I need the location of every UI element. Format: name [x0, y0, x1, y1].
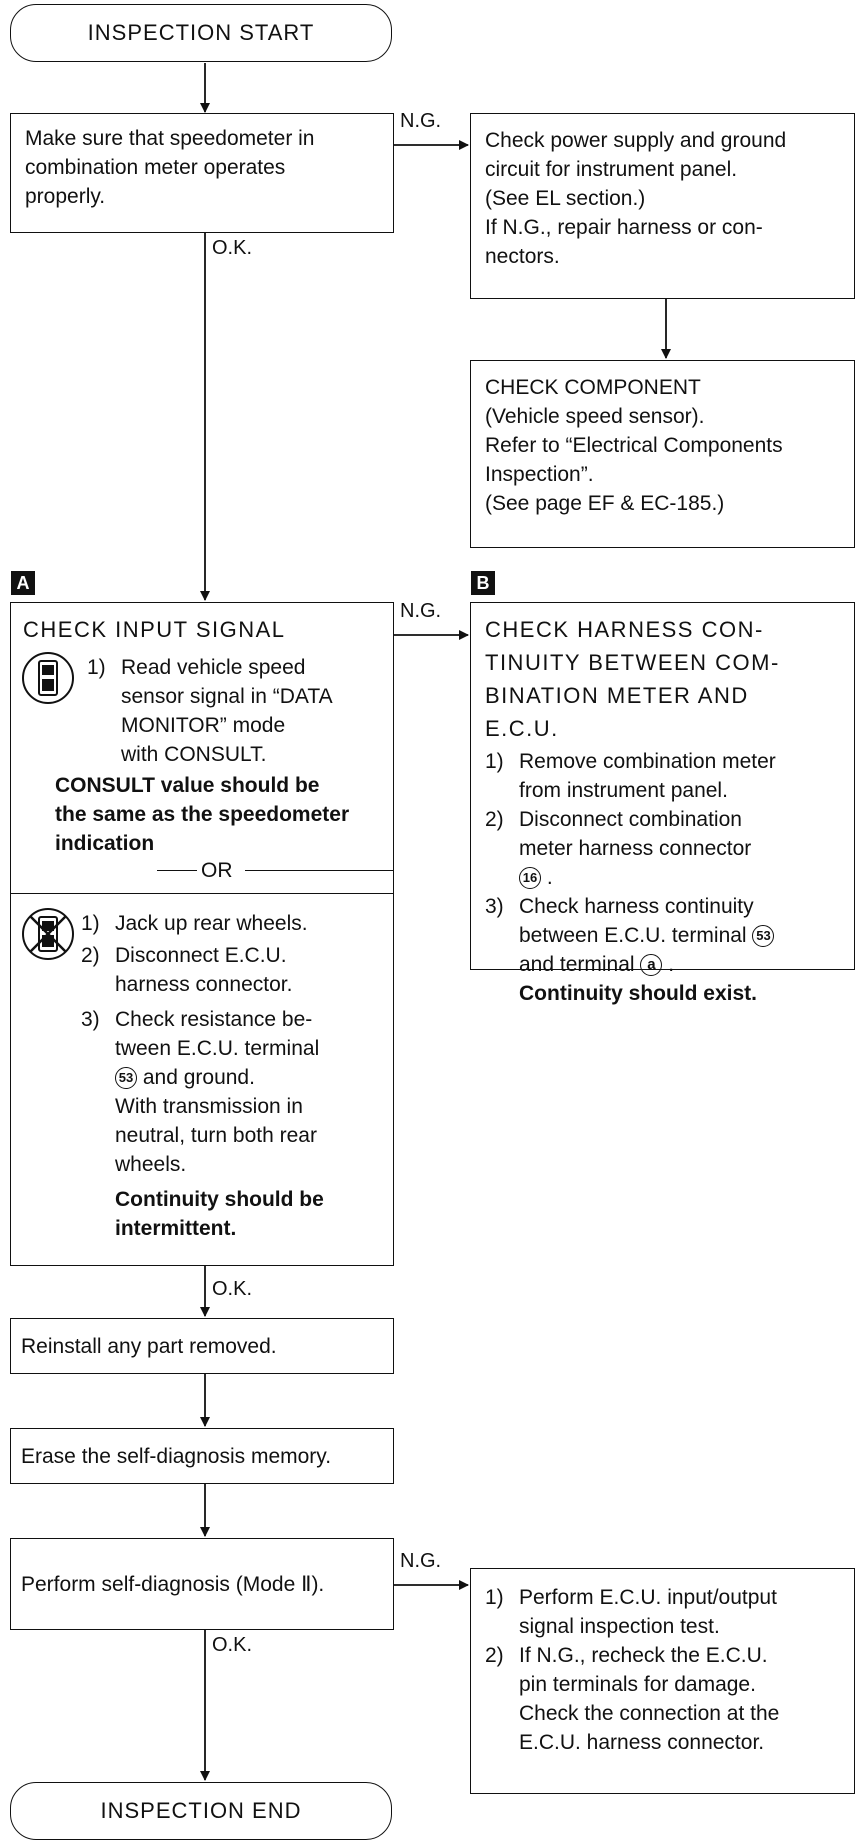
disconnect-step-line: Disconnect E.C.U.: [115, 944, 287, 967]
harness-between-text: between E.C.U. terminal: [519, 924, 747, 947]
consult-value-note: the same as the speedometer: [55, 803, 350, 826]
power-supply-line: circuit for instrument panel.: [485, 158, 738, 181]
input-signal-step-line: sensor signal in “DATA: [121, 685, 333, 708]
jack-step-number: 1): [81, 912, 100, 935]
inspection-start-label: INSPECTION START: [87, 20, 315, 45]
ecu-test-step-number: 2): [485, 1644, 504, 1667]
harness-step-number: 2): [485, 808, 504, 831]
harness-title-line: TINUITY BETWEEN COM-: [485, 650, 780, 675]
harness-step-line: and terminal a .: [519, 953, 675, 977]
consult-tester-icon: [21, 651, 75, 710]
power-supply-box: Check power supply and ground circuit fo…: [470, 113, 855, 299]
input-signal-step-line: MONITOR” mode: [121, 714, 286, 737]
inspection-end-terminal: INSPECTION END: [10, 1782, 392, 1840]
inspection-start-terminal: INSPECTION START: [10, 4, 392, 62]
continuity-note: intermittent.: [115, 1217, 237, 1240]
check-input-signal-box: CHECK INPUT SIGNAL 1) Read vehicle speed…: [10, 602, 394, 1266]
ecu-test-step-line: Check the connection at the: [519, 1702, 780, 1725]
connector-16-icon: 16: [519, 867, 541, 890]
harness-step-line: Check harness continuity: [519, 895, 754, 918]
check-input-signal-title: CHECK INPUT SIGNAL: [23, 617, 286, 642]
resistance-step-line: 53 and ground.: [115, 1063, 324, 1092]
or-divider: OR: [11, 859, 393, 883]
ecu-test-step-line: pin terminals for damage.: [519, 1673, 756, 1696]
check-harness-continuity-box: CHECK HARNESS CON- TINUITY BETWEEN COM- …: [470, 602, 855, 1005]
harness-step-line: Disconnect combination: [519, 808, 742, 831]
ecu-signal-test-box: 1) Perform E.C.U. input/output signal in…: [470, 1568, 855, 1794]
section-separator: [11, 893, 393, 894]
ecu-test-step-line: Perform E.C.U. input/output: [519, 1586, 777, 1609]
check-speedometer-line: combination meter operates: [25, 156, 286, 179]
consult-value-note: CONSULT value should be: [55, 774, 320, 797]
ng-label: N.G.: [400, 110, 442, 132]
reinstall-box: Reinstall any part removed.: [10, 1318, 394, 1374]
power-supply-line: nectors.: [485, 245, 560, 268]
harness-and-terminal-text: and terminal: [519, 953, 635, 976]
step-tag-b: B: [471, 571, 495, 595]
resistance-step-ground: and ground.: [142, 1066, 255, 1089]
ok-label: O.K.: [212, 237, 253, 259]
ecu-test-step-number: 1): [485, 1586, 504, 1609]
harness-step-line: 16 .: [519, 863, 751, 892]
check-component-line: (Vehicle speed sensor).: [485, 405, 705, 428]
terminal-a-icon: a: [640, 954, 663, 977]
resistance-step-line: tween E.C.U. terminal: [115, 1037, 320, 1060]
input-signal-step-line: Read vehicle speed: [121, 656, 306, 679]
harness-title-line: BINATION METER AND: [485, 683, 749, 708]
ecu-test-step-line: signal inspection test.: [519, 1615, 720, 1638]
erase-memory-text: Erase the self-diagnosis memory.: [21, 1444, 332, 1468]
check-speedometer-line: properly.: [25, 185, 106, 208]
harness-step-line: between E.C.U. terminal 53: [519, 921, 775, 950]
check-speedometer-line: Make sure that speedometer in: [25, 127, 315, 150]
harness-step-line: meter harness connector: [519, 837, 752, 860]
input-signal-step-number: 1): [87, 656, 106, 679]
resistance-step-line: wheels.: [115, 1153, 187, 1176]
check-component-line: Refer to “Electrical Components: [485, 434, 783, 457]
harness-step-line: from instrument panel.: [519, 779, 728, 802]
check-component-line: (See page EF & EC-185.): [485, 492, 725, 515]
ecu-terminal-53-icon: 53: [115, 1067, 137, 1090]
ecu-test-step-line: If N.G., recheck the E.C.U.: [519, 1644, 768, 1667]
check-component-line: Inspection”.: [485, 463, 594, 486]
disconnect-step-number: 2): [81, 944, 100, 967]
ng-label: N.G.: [400, 1550, 442, 1572]
power-supply-line: Check power supply and ground: [485, 129, 787, 152]
resistance-step-line: Check resistance be-: [115, 1008, 313, 1031]
ecu-test-step-line: E.C.U. harness connector.: [519, 1731, 765, 1754]
harness-step-line: Remove combination meter: [519, 750, 776, 773]
check-speedometer-box: Make sure that speedometer in combinatio…: [10, 113, 394, 233]
consult-value-note: indication: [55, 832, 155, 855]
ok-label: O.K.: [212, 1278, 253, 1300]
reinstall-text: Reinstall any part removed.: [21, 1334, 277, 1358]
resistance-step-line: neutral, turn both rear: [115, 1124, 317, 1147]
disconnect-step-line: harness connector.: [115, 973, 293, 996]
harness-title-line: E.C.U.: [485, 716, 559, 741]
harness-title-line: CHECK HARNESS CON-: [485, 617, 764, 642]
harness-step-number: 1): [485, 750, 504, 773]
jack-step-line: Jack up rear wheels.: [115, 912, 308, 935]
self-diagnosis-text: Perform self-diagnosis (Mode Ⅱ).: [21, 1572, 325, 1596]
input-signal-step-line: with CONSULT.: [121, 743, 267, 766]
step-tag-a: A: [11, 571, 35, 595]
check-component-title: CHECK COMPONENT: [485, 376, 701, 399]
power-supply-line: (See EL section.): [485, 187, 646, 210]
ok-label: O.K.: [212, 1634, 253, 1656]
erase-memory-box: Erase the self-diagnosis memory.: [10, 1428, 394, 1484]
ecu-terminal-53-icon: 53: [752, 925, 775, 948]
harness-step-number: 3): [485, 895, 504, 918]
no-consult-tester-icon: [21, 907, 75, 966]
continuity-note: Continuity should be: [115, 1188, 324, 1211]
resistance-step-number: 3): [81, 1008, 100, 1031]
check-component-box: CHECK COMPONENT (Vehicle speed sensor). …: [470, 360, 855, 548]
ng-label: N.G.: [400, 600, 442, 622]
power-supply-line: If N.G., repair harness or con-: [485, 216, 763, 239]
self-diagnosis-box: Perform self-diagnosis (Mode Ⅱ).: [10, 1538, 394, 1630]
resistance-step-line: With transmission in: [115, 1095, 303, 1118]
inspection-end-label: INSPECTION END: [100, 1798, 302, 1823]
or-label: OR: [201, 859, 233, 882]
continuity-exist-note: Continuity should exist.: [519, 982, 758, 1005]
